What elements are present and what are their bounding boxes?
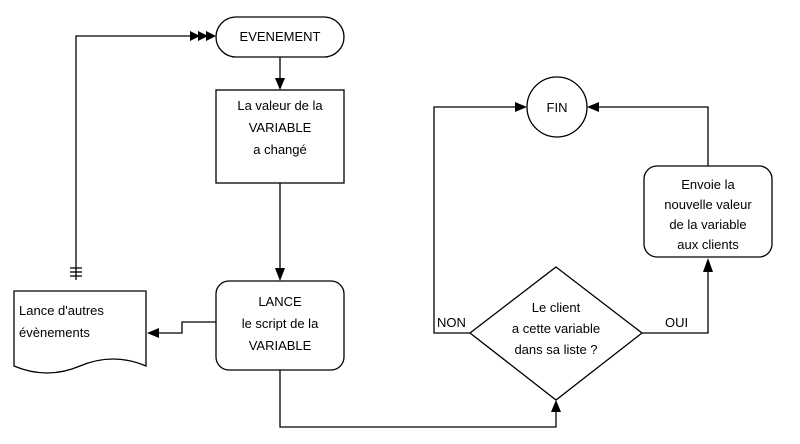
edge-decision-non-to-fin: [433, 102, 527, 334]
node-valeur-line-2: VARIABLE: [249, 120, 312, 135]
node-lance-script: LANCE le script de la VARIABLE: [215, 280, 345, 371]
node-envoie: Envoie la nouvelle valeur de la variable…: [643, 165, 773, 258]
node-valeur-line-1: La valeur de la: [237, 98, 323, 113]
edge-label-non: NON: [437, 315, 466, 330]
node-lance-line-3: VARIABLE: [249, 338, 312, 353]
node-valeur-line-3: a changé: [253, 142, 307, 157]
node-lance-line-2: le script de la: [242, 316, 319, 331]
node-envoie-line-2: nouvelle valeur: [664, 197, 752, 212]
node-fin-label: FIN: [547, 100, 568, 115]
edge-decision-oui-to-envoie: [642, 258, 713, 334]
node-evenement: EVENEMENT: [215, 16, 345, 58]
node-decision-line-3: dans sa liste ?: [514, 342, 597, 357]
node-lance-line-1: LANCE: [258, 294, 302, 309]
node-decision: Le client a cette variable dans sa liste…: [468, 266, 644, 401]
node-decision-line-2: a cette variable: [512, 321, 600, 336]
edge-lance-to-decision: [279, 370, 561, 428]
node-lance-autres: Lance d'autres évènements: [13, 290, 147, 374]
edge-evenement-to-valeur: [275, 57, 285, 90]
node-autres-line-1: Lance d'autres: [19, 303, 104, 318]
node-envoie-line-1: Envoie la: [681, 177, 735, 192]
node-fin: FIN: [526, 76, 588, 138]
node-evenement-label: EVENEMENT: [240, 29, 321, 44]
node-decision-line-1: Le client: [532, 300, 581, 315]
node-envoie-line-4: aux clients: [677, 237, 739, 252]
parallel-tick-marks: [70, 267, 82, 277]
edge-valeur-to-lance: [275, 183, 285, 281]
node-autres-line-2: évènements: [19, 325, 90, 340]
edge-lance-to-autres: [147, 321, 216, 338]
edge-envoie-to-fin: [587, 102, 709, 166]
node-envoie-line-3: de la variable: [669, 217, 746, 232]
node-valeur-changee: La valeur de la VARIABLE a changé: [215, 89, 345, 184]
edge-label-oui: OUI: [665, 315, 688, 330]
edge-autres-to-evenement: [70, 31, 216, 280]
